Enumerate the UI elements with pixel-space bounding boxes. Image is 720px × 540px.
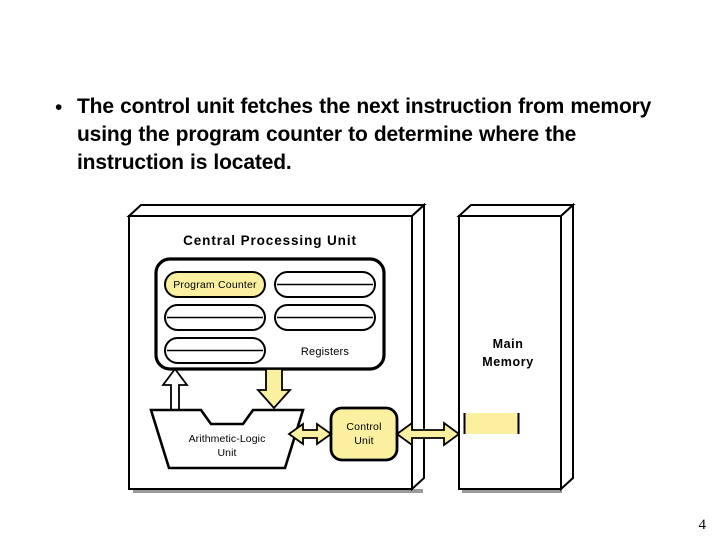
memory-box-right-face (560, 202, 574, 492)
memory-title-line2: Memory (482, 355, 534, 369)
bullet-text: The control unit fetches the next instru… (77, 95, 652, 174)
registers-label: Registers (301, 346, 350, 358)
arrow-registers-to-alu (255, 368, 293, 410)
alu-label-line1: Arithmetic-Logic (189, 433, 266, 445)
alu-shape[interactable]: Arithmetic-Logic Unit (149, 408, 305, 470)
cpu-box-right-face (411, 202, 425, 492)
cpu-title: Central Processing Unit (183, 233, 357, 248)
memory-cell-fill (464, 413, 519, 434)
cpu-box (126, 202, 427, 492)
page-number: 4 (698, 517, 707, 533)
cpu-box-front-face (128, 215, 413, 490)
register-pill-shape (164, 271, 266, 298)
register-pill-shape (274, 271, 376, 298)
bullet-block: • The control unit fetches the next inst… (55, 93, 655, 177)
memory-title-line1: Main (493, 337, 524, 351)
bullet-marker-icon: • (55, 96, 63, 119)
register-pill-3[interactable] (164, 304, 266, 331)
register-pill-2[interactable] (274, 271, 376, 298)
memory-highlighted-cell[interactable] (463, 413, 520, 434)
alu-outline (149, 408, 305, 470)
arrow-alu-to-registers (161, 367, 189, 413)
cpu-box-top-face (126, 204, 427, 217)
control-unit-label-line1: Control (346, 421, 381, 433)
register-pill-label: Program Counter (173, 279, 257, 291)
register-pill-5[interactable] (164, 337, 266, 364)
register-pill-4[interactable] (274, 304, 376, 331)
arrow-alu-control-unit (287, 422, 333, 446)
register-pill-shape (164, 304, 266, 331)
registers-container (154, 257, 386, 371)
register-pill-shape (164, 337, 266, 364)
main-memory-box (456, 202, 576, 492)
control-unit[interactable]: Control Unit (329, 406, 399, 462)
arrow-control-unit-memory (395, 421, 461, 447)
memory-box-top-face (456, 204, 576, 217)
control-unit-shape (329, 406, 399, 462)
control-unit-label-line2: Unit (354, 435, 373, 447)
diagram-shadows (133, 489, 562, 493)
memory-box-front-face (458, 215, 562, 490)
register-pill-shape (274, 304, 376, 331)
alu-label-line2: Unit (217, 447, 236, 459)
bullet-list-item: • The control unit fetches the next inst… (55, 93, 655, 177)
register-pill-program-counter[interactable]: Program Counter (164, 271, 266, 298)
